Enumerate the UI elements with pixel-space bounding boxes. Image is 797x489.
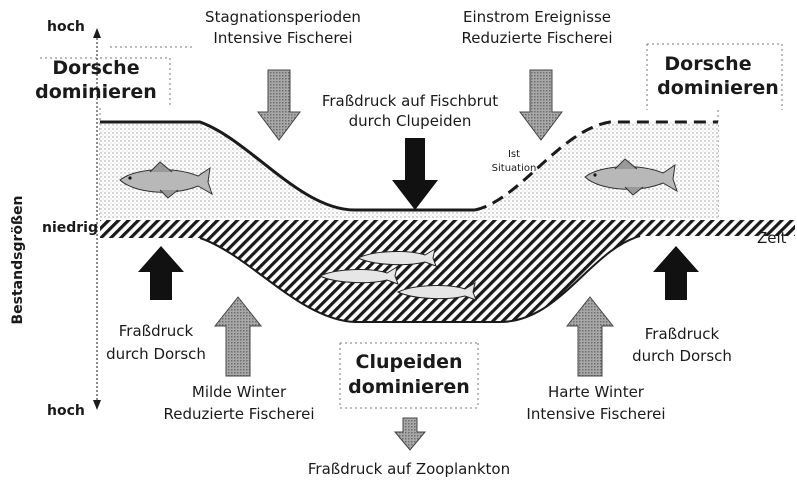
inflow-label-2: Reduzierte Fischerei [461, 29, 612, 47]
ist-label-2: Situation [492, 163, 537, 174]
ist-label-1: Ist [508, 149, 520, 160]
up-arrow-icon [93, 28, 101, 38]
mild-winter-label-1: Milde Winter [192, 383, 287, 401]
stagnation-label-2: Intensive Fischerei [213, 29, 352, 47]
clupeid-dominate-2: dominieren [348, 376, 470, 398]
inflow-arrow [520, 70, 562, 140]
y-axis-label: Bestandsgrößen [10, 195, 26, 324]
cod-pressure-left-2: durch Dorsch [106, 345, 206, 363]
mild-winter-arrow [215, 297, 261, 376]
hard-winter-arrow [567, 297, 613, 376]
zooplankton-arrow [395, 418, 425, 450]
zooplankton-label: Fraßdruck auf Zooplankton [308, 460, 510, 478]
cod-pressure-left-1: Fraßdruck [119, 322, 194, 340]
mild-winter-label-2: Reduzierte Fischerei [163, 405, 314, 423]
axis-high-bottom: hoch [47, 403, 85, 419]
x-axis-label: Zeit [757, 229, 787, 247]
cod-pressure-left-arrow [138, 246, 184, 300]
cod-pressure-right-2: durch Dorsch [632, 347, 732, 365]
cod-dominate-left-2: dominieren [35, 81, 157, 103]
stagnation-label-1: Stagnationsperioden [205, 8, 361, 26]
axis-low: niedrig [42, 220, 98, 236]
clupeid-dominate-1: Clupeiden [356, 351, 463, 373]
cod-pressure-right-1: Fraßdruck [645, 325, 720, 343]
stagnation-arrow [258, 70, 300, 140]
cod-dominate-left-1: Dorsche [52, 57, 139, 79]
down-arrow-icon [93, 400, 101, 410]
axis-high-top: hoch [47, 19, 85, 35]
cod-dominate-right-2: dominieren [657, 77, 779, 99]
brood-pressure-label-1: Fraßdruck auf Fischbrut [322, 92, 498, 110]
brood-pressure-arrow [392, 138, 438, 210]
cod-dominate-right-1: Dorsche [664, 53, 751, 75]
brood-pressure-label-2: durch Clupeiden [349, 112, 472, 130]
hard-winter-label-2: Intensive Fischerei [526, 405, 665, 423]
cod-pressure-right-arrow [653, 246, 699, 300]
hard-winter-label-1: Harte Winter [548, 383, 645, 401]
inflow-label-1: Einstrom Ereignisse [463, 8, 611, 26]
